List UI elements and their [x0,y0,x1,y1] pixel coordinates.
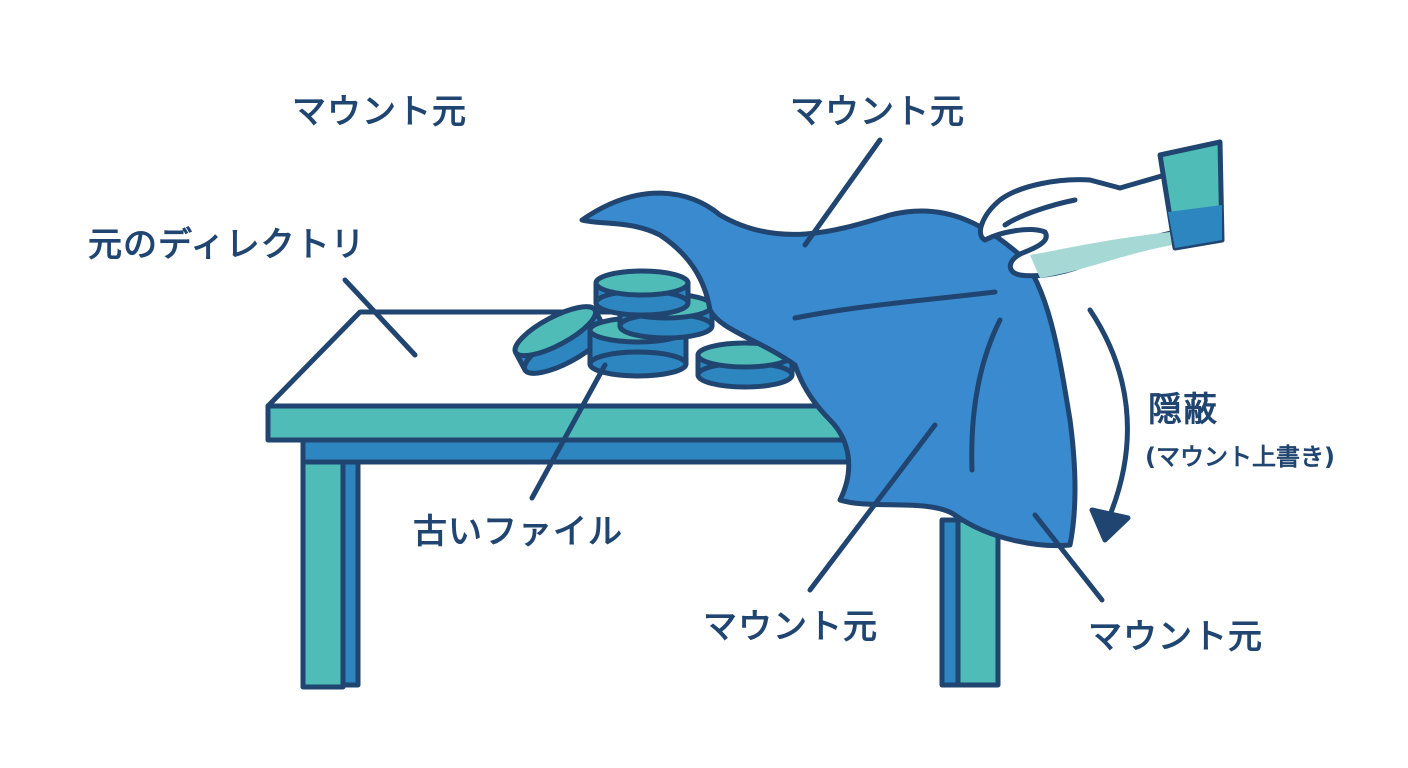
cloth-fold-1 [792,289,998,321]
table-leg-front-left [300,452,346,690]
label-original-directory: 元のディレクトリ [88,225,366,265]
coin-leaning [512,304,608,376]
cloth-shape [579,190,1078,549]
cloth-mount-overlay [579,137,1105,603]
coin-top [593,268,691,318]
pointer-line-mount-bottom-right [1032,512,1105,603]
pointer-line-mount-bottom-center [807,422,938,593]
hiding-arrow-shaft [1087,307,1130,518]
arrow-head-icon [1089,507,1131,543]
hand [978,139,1225,279]
sleeve-cuff-shade [1168,205,1222,248]
hand-palm [978,172,1178,279]
label-mount-source-top-right: マウント元 [790,92,965,132]
coin-stack-old-files [512,268,795,501]
label-mount-source-bottom-center: マウント元 [703,607,878,647]
label-hidden: 隠蔽 [1148,390,1218,430]
coin-single [695,340,795,390]
label-hidden-subtitle: (マウント上書き) [1145,443,1335,471]
label-mount-source-bottom-right: マウント元 [1088,617,1263,657]
table-leg-front-right [955,517,1001,688]
pointer-line-original-directory [342,277,418,358]
pointer-line-old-files [529,362,608,501]
pointer-line-mount-top-right [802,137,883,248]
hand-finger-line [1002,197,1078,228]
cloth-fold-2 [969,317,1003,473]
label-old-files: 古いファイル [413,512,623,552]
label-mount-source-top-left: マウント元 [292,92,467,132]
hiding-arrow [1087,307,1131,543]
hand-shadow [1030,232,1172,278]
